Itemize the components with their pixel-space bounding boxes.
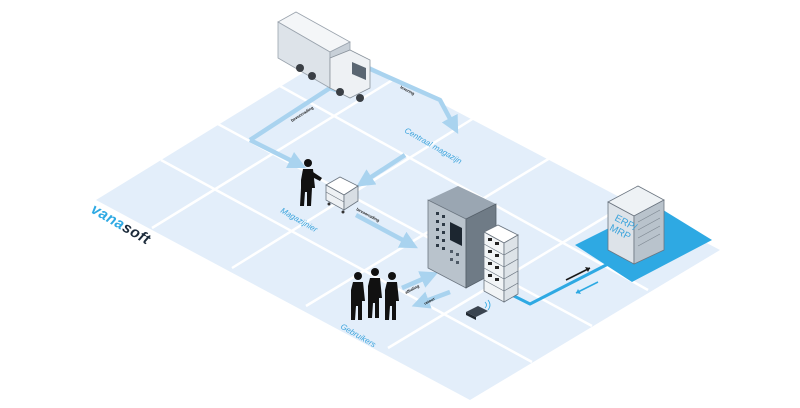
person-icon [351,272,365,320]
sync-arrows [565,267,599,294]
scanner-icon [466,299,491,320]
server-icon [607,185,665,265]
flow-label-delivery: levering [400,84,416,96]
person-icon [300,159,322,206]
users-group-icon [351,268,399,320]
person-icon [368,268,382,318]
flow-label-pickup: afhaling [404,283,420,295]
flow-label-return: retour [423,296,436,306]
person-icon [385,272,399,320]
pallet-cart-icon [325,176,359,214]
truck-icon [277,11,371,102]
storage-rack-icon [483,224,519,303]
